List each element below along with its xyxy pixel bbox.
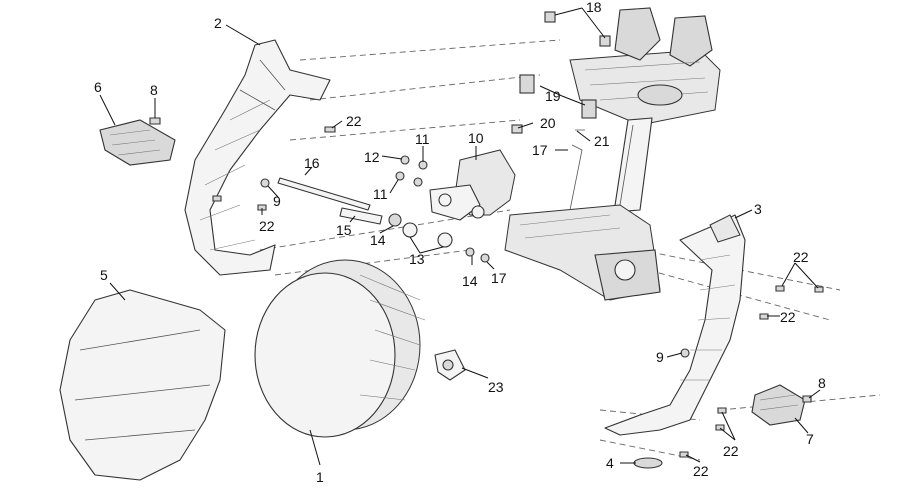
callout-22-right-mid: 22 xyxy=(780,309,796,325)
callout-21: 21 xyxy=(594,133,610,149)
leader-lines xyxy=(99,7,821,466)
headlight-cover xyxy=(59,289,226,481)
callout-8-left: 8 xyxy=(150,82,158,98)
callout-1: 1 xyxy=(316,469,324,485)
callout-5: 5 xyxy=(100,267,108,283)
grommet xyxy=(633,457,663,469)
headlight-unit xyxy=(254,259,426,438)
callout-4: 4 xyxy=(606,455,614,471)
callout-23: 23 xyxy=(488,379,504,395)
callout-22-top: 22 xyxy=(346,113,362,129)
callout-12: 12 xyxy=(364,149,380,165)
right-turn-indicator xyxy=(751,384,806,426)
callout-11-bottom: 11 xyxy=(373,186,388,202)
callout-14-left: 14 xyxy=(370,232,386,248)
callout-20: 20 xyxy=(540,115,556,131)
callout-19: 19 xyxy=(545,88,561,104)
callout-17-top: 17 xyxy=(532,142,548,158)
long-screw xyxy=(277,177,371,211)
callout-22-bottom: 22 xyxy=(693,463,709,479)
callout-15: 15 xyxy=(336,222,352,238)
left-fairing-bracket xyxy=(184,39,331,276)
callout-16: 16 xyxy=(304,155,320,171)
upper-triple-clamp xyxy=(569,7,721,126)
steering-stem xyxy=(613,117,653,213)
callout-6: 6 xyxy=(94,79,102,95)
callout-13: 13 xyxy=(409,251,425,267)
callout-22-left: 22 xyxy=(259,218,275,234)
right-fairing-bracket xyxy=(604,214,746,436)
callout-22-right-low: 22 xyxy=(723,443,739,459)
spacer-tube xyxy=(339,207,383,225)
callout-9-left: 9 xyxy=(273,193,281,209)
callout-14-right: 14 xyxy=(462,273,478,289)
callout-2: 2 xyxy=(214,15,222,31)
small-hardware xyxy=(149,11,824,458)
headlight-bracket xyxy=(429,149,516,221)
callout-labels: 1 2 3 4 5 6 7 8 8 9 9 10 11 11 12 13 14 … xyxy=(94,0,826,485)
lower-triple-clamp xyxy=(504,204,661,301)
callout-7: 7 xyxy=(806,431,814,447)
callout-9-right: 9 xyxy=(656,349,664,365)
callout-18: 18 xyxy=(586,0,602,15)
callout-8-right: 8 xyxy=(818,375,826,391)
callout-3: 3 xyxy=(754,201,762,217)
callout-17-bottom: 17 xyxy=(491,270,507,286)
headlight-bulb xyxy=(434,349,466,381)
left-turn-indicator xyxy=(99,119,176,166)
callout-22-right-top: 22 xyxy=(793,249,809,265)
callout-10: 10 xyxy=(468,130,484,146)
callout-11-top: 11 xyxy=(415,131,430,147)
